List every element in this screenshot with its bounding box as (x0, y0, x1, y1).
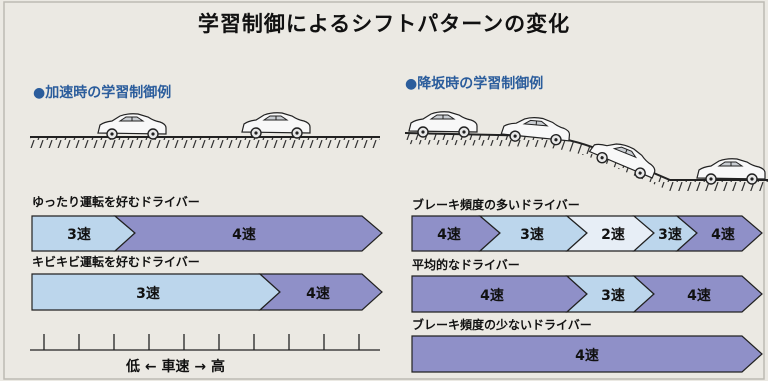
car-icon (241, 112, 311, 139)
car-icon (586, 132, 661, 184)
arrow-right-icon: → (194, 359, 207, 375)
section-acceleration-label: ●加速時の学習制御例 (33, 85, 172, 101)
ground-flat (30, 136, 380, 148)
gear-label: 2速 (601, 227, 625, 243)
speed-high-label: 高 (210, 359, 225, 375)
gear-segment (411, 335, 763, 373)
driver-label-relaxed: ゆったり運転を好むドライバー (32, 195, 200, 209)
gear-segment (675, 215, 763, 252)
gear-label: 3速 (520, 227, 544, 243)
section-downhill-label: ●降坂時の学習制御例 (405, 76, 544, 92)
speed-low-label: 低 (126, 359, 140, 375)
gear-label: 3速 (136, 286, 160, 302)
speed-axis-label: 車速 (161, 359, 190, 375)
gear-label: 3速 (658, 227, 682, 243)
gear-segment (632, 275, 763, 313)
driver-label-brake-rare: ブレーキ頻度の少ないドライバー (412, 318, 592, 332)
shift-band-brake-frequent (411, 215, 763, 252)
gear-label: 3速 (67, 227, 91, 243)
gear-label: 4速 (306, 286, 330, 302)
speed-axis-caption: 低 ← 車速 → 高 (126, 356, 225, 376)
car-icon (97, 113, 167, 140)
gear-segment (113, 215, 383, 252)
driver-label-average: 平均的なドライバー (412, 258, 520, 272)
arrow-left-icon: ← (144, 359, 157, 375)
diagram-title: 学習制御によるシフトパターンの変化 (197, 12, 571, 36)
gear-label: 4速 (687, 288, 711, 304)
gear-segment (258, 273, 383, 311)
shift-band-average (411, 275, 763, 313)
frame (3, 1, 765, 380)
gear-label: 4速 (437, 227, 461, 243)
gear-label: 4速 (575, 348, 599, 364)
driver-label-brake-frequent: ブレーキ頻度の多いドライバー (412, 198, 580, 212)
speed-scale (30, 334, 380, 351)
shift-band-relaxed (31, 215, 383, 252)
gear-label: 4速 (480, 288, 504, 304)
gear-label: 4速 (711, 227, 735, 243)
shift-band-brake-rare (411, 335, 763, 373)
driver-label-brisk: キビキビ運転を好むドライバー (32, 255, 200, 269)
gear-label: 3速 (601, 288, 625, 304)
shift-band-brisk (31, 273, 383, 311)
gear-label: 4速 (232, 227, 256, 243)
